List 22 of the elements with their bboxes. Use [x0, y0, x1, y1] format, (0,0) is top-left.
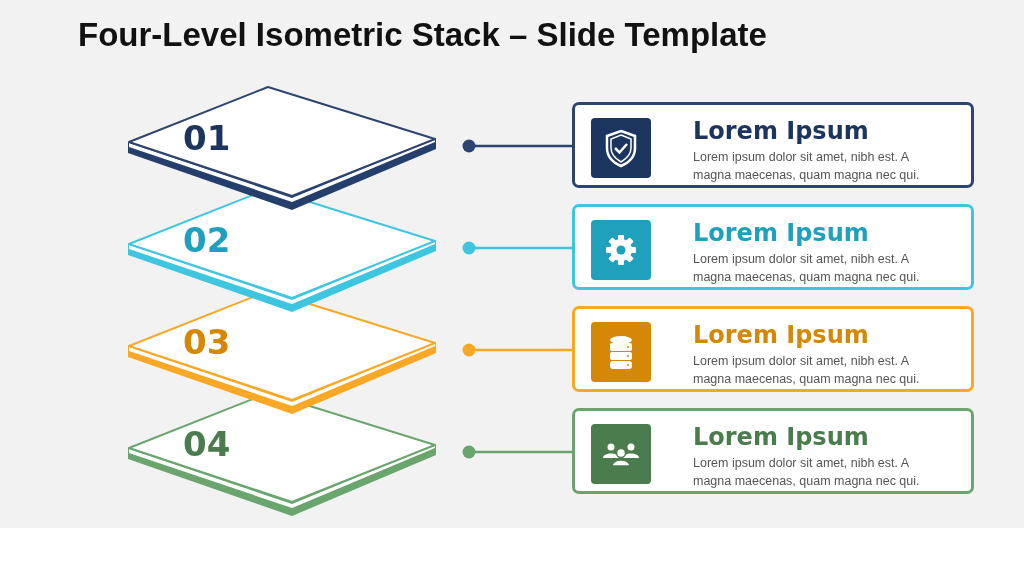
card-heading: Lorem Ipsum [693, 321, 869, 349]
slide-title: Four-Level Isometric Stack – Slide Template [78, 16, 767, 54]
text-card [572, 306, 974, 392]
connector-line [462, 139, 572, 153]
card-heading: Lorem Ipsum [693, 423, 869, 451]
card-heading: Lorem Ipsum [693, 219, 869, 247]
connector-line [462, 445, 572, 459]
isometric-plate [127, 86, 437, 212]
level-number: 02 [183, 220, 231, 260]
text-card [572, 102, 974, 188]
level-number: 01 [183, 118, 231, 158]
card-heading: Lorem Ipsum [693, 117, 869, 145]
text-card [572, 204, 974, 290]
card-description: Lorem ipsum dolor sit amet, nibh est. A magna maecenas, quam magna nec qui. [693, 353, 921, 388]
card-description: Lorem ipsum dolor sit amet, nibh est. A magna maecenas, quam magna nec qui. [693, 149, 921, 184]
connector-line [462, 241, 572, 255]
level-number: 04 [183, 424, 231, 464]
text-card [572, 408, 974, 494]
level-number: 03 [183, 322, 231, 362]
connector-line [462, 343, 572, 357]
card-description: Lorem ipsum dolor sit amet, nibh est. A magna maecenas, quam magna nec qui. [693, 251, 921, 286]
card-description: Lorem ipsum dolor sit amet, nibh est. A magna maecenas, quam magna nec qui. [693, 455, 921, 490]
